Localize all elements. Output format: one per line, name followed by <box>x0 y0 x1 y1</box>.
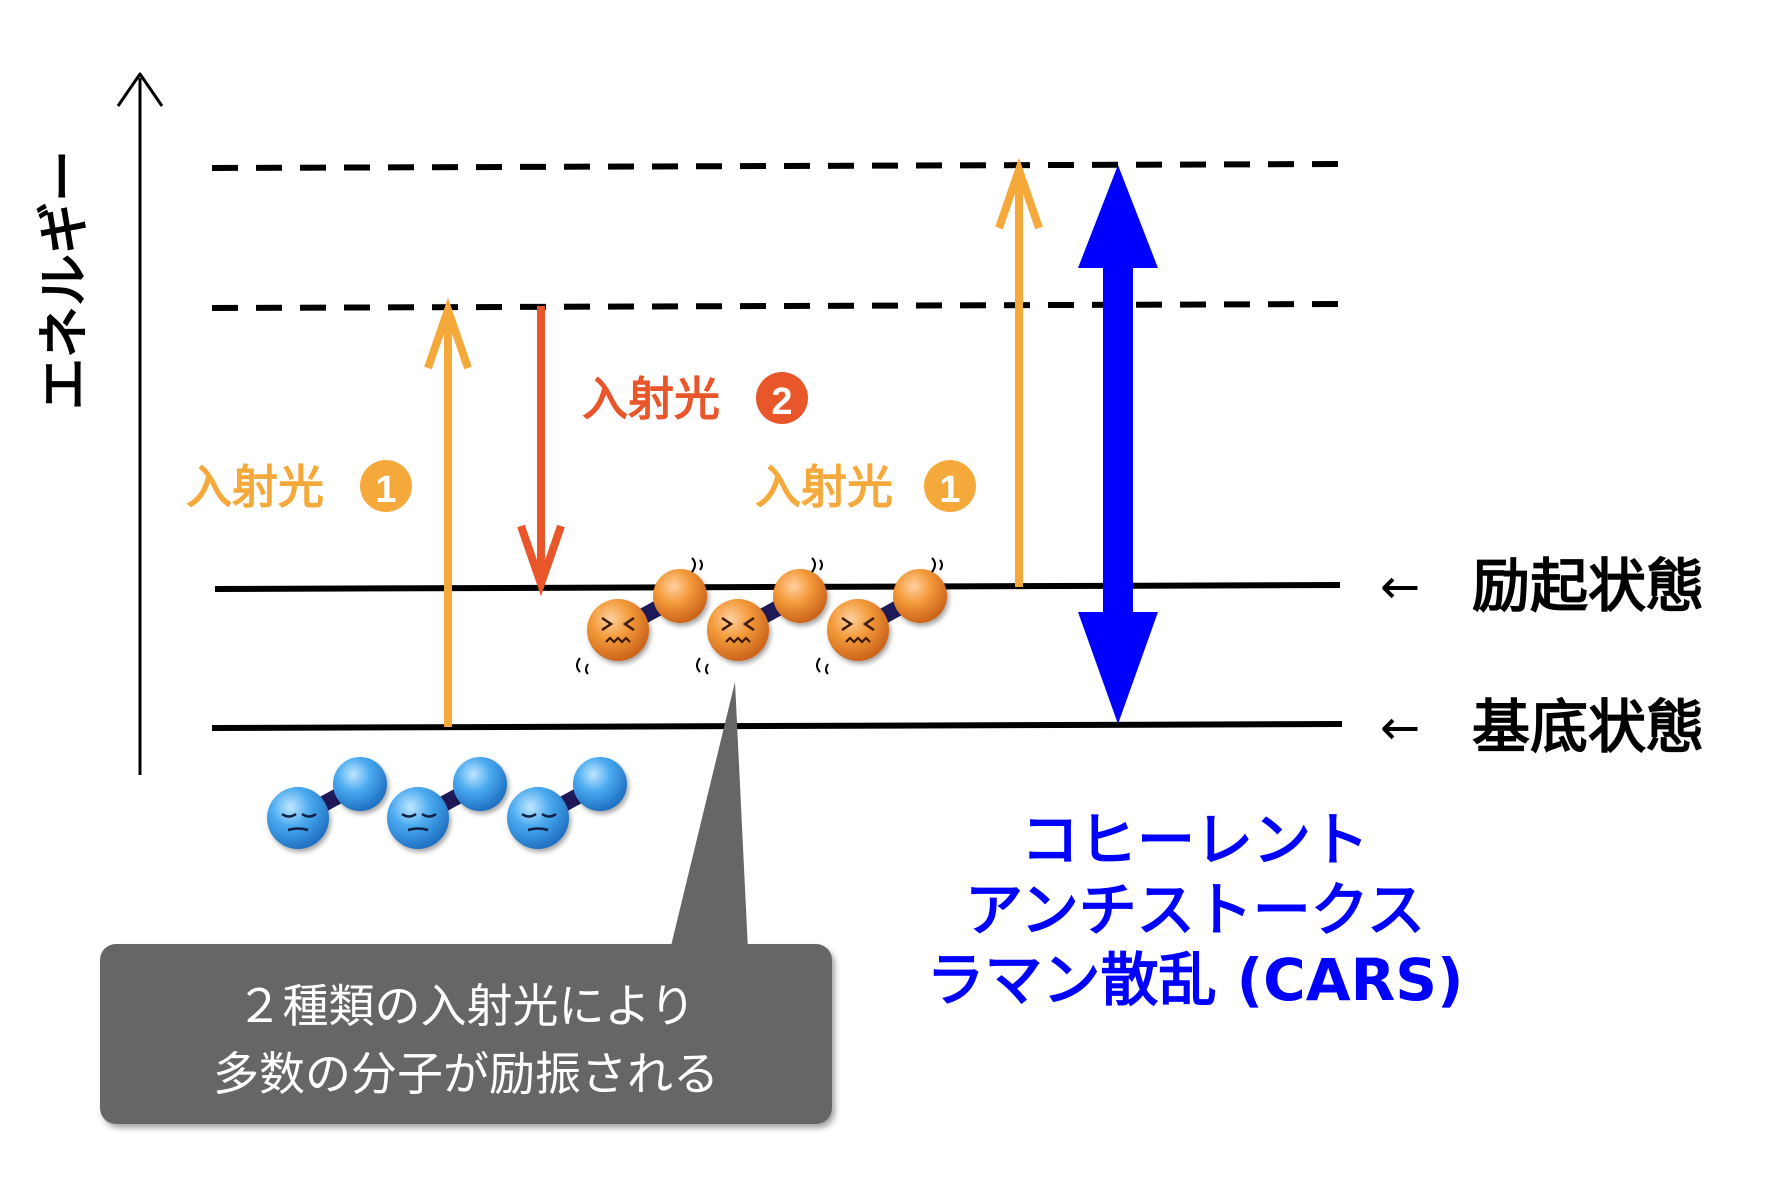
excited-level-arrow: ← <box>1380 559 1420 615</box>
beam-2-label: 入射光 2 <box>582 372 808 426</box>
ground-molecule <box>267 757 387 849</box>
excited-molecule <box>576 557 707 675</box>
svg-text:入射光: 入射光 <box>186 460 324 514</box>
title-line-1: コヒーレント <box>1021 806 1369 874</box>
svg-text:入射光: 入射光 <box>582 372 720 426</box>
svg-text:1: 1 <box>375 469 396 511</box>
excited-molecule <box>816 557 947 675</box>
ground-state-molecules <box>267 757 627 849</box>
ground-level-line <box>211 721 1343 731</box>
energy-axis-label: エネルギー <box>34 150 95 410</box>
stokes-beam-2-arrow <box>517 306 565 597</box>
virtual-level-upper <box>211 161 1341 171</box>
virtual-level-lower <box>211 301 1341 311</box>
ground-level-label: 基底状態 <box>1472 693 1704 761</box>
svg-text:入射光: 入射光 <box>755 460 893 514</box>
ground-molecule <box>387 757 507 849</box>
cars-double-arrow <box>1078 165 1158 724</box>
svg-text:2: 2 <box>771 381 792 423</box>
pump-beam-1-arrow <box>424 297 472 727</box>
beam-2-number-badge <box>756 372 808 424</box>
beam-1-label-right: 入射光 1 <box>755 460 976 514</box>
excited-level-label: 励起状態 <box>1472 552 1704 620</box>
excited-molecule <box>696 557 827 675</box>
beam-1-label-left: 入射光 1 <box>186 460 412 514</box>
beam-1-number-badge-left <box>360 460 412 512</box>
callout-line-1: ２種類の入射光により <box>236 979 695 1033</box>
probe-beam-1-arrow <box>995 157 1043 587</box>
callout-box: ２種類の入射光により 多数の分子が励振される <box>100 682 832 1124</box>
excited-state-molecules <box>576 557 947 675</box>
ground-level-arrow: ← <box>1380 700 1420 756</box>
energy-axis <box>116 72 164 775</box>
callout-line-2: 多数の分子が励振される <box>213 1047 719 1101</box>
title-line-3: ラマン散乱 (CARS) <box>926 946 1463 1014</box>
svg-text:1: 1 <box>939 469 960 511</box>
ground-molecule <box>507 757 627 849</box>
cars-title: コヒーレント アンチストークス ラマン散乱 (CARS) <box>926 806 1463 1014</box>
title-line-2: アンチストークス <box>965 876 1425 944</box>
beam-1-number-badge-right <box>924 460 976 512</box>
